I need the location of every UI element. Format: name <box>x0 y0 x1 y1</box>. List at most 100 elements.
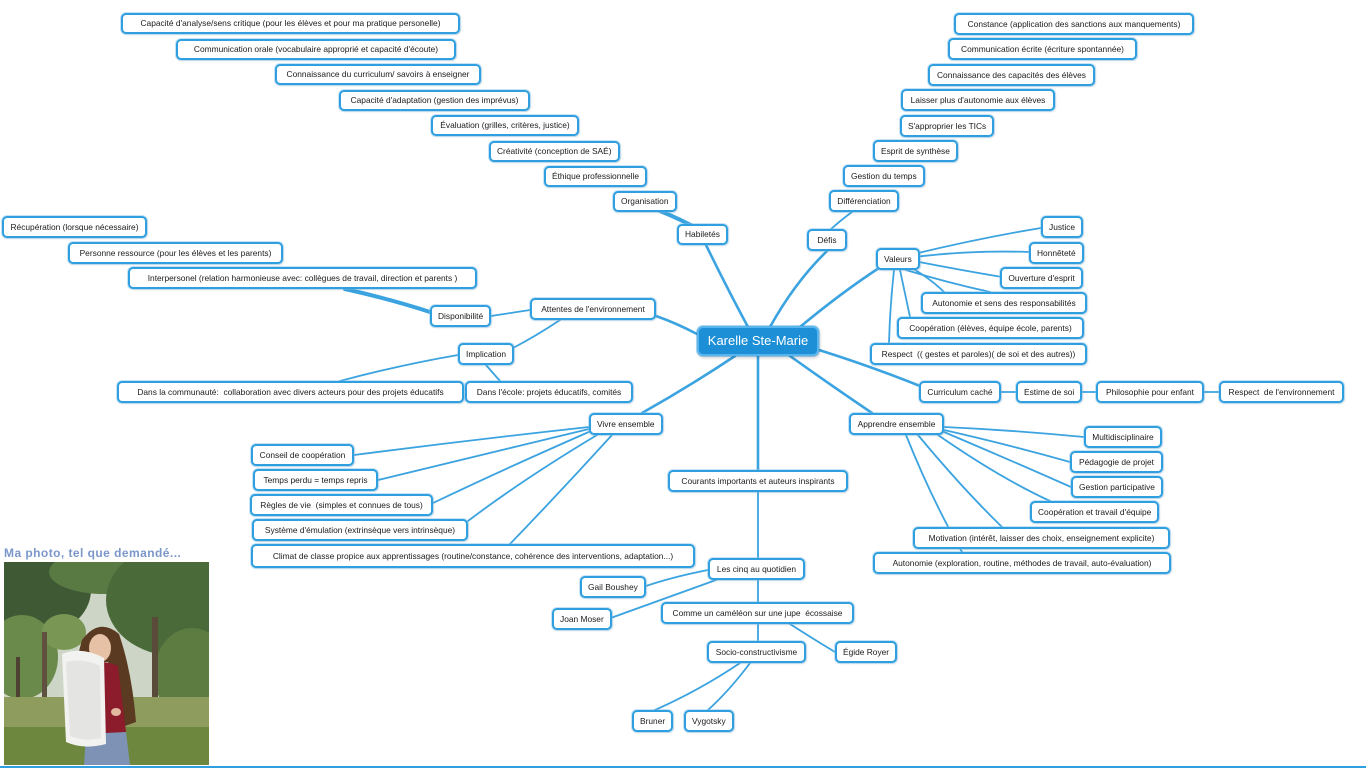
node-vygotsky[interactable]: Vygotsky <box>684 710 734 732</box>
node-cinq-au-quotidien[interactable]: Les cinq au quotidien <box>708 558 805 580</box>
node-valeurs[interactable]: Valeurs <box>876 248 920 270</box>
connector-line <box>490 309 531 317</box>
connector-line <box>654 314 699 336</box>
photo-trees <box>4 562 209 732</box>
node-analyse[interactable]: Capacité d'analyse/sens critique (pour l… <box>121 13 460 34</box>
node-honnetete[interactable]: Honnêteté <box>1029 242 1084 264</box>
node-gestion-temps[interactable]: Gestion du temps <box>843 165 925 187</box>
node-cameleon[interactable]: Comme un caméléon sur une jupe écossaise <box>661 602 854 624</box>
connector-line <box>888 269 895 344</box>
node-evaluation[interactable]: Évaluation (grilles, critères, justice) <box>431 115 579 136</box>
node-conseil-cooperation[interactable]: Conseil de coopération <box>251 444 354 466</box>
connector-line <box>905 269 991 293</box>
connector-line <box>339 354 459 382</box>
node-estime-de-soi[interactable]: Estime de soi <box>1016 381 1083 403</box>
connector-line <box>798 264 884 329</box>
connector-line <box>913 260 1003 278</box>
connector-line <box>509 434 613 545</box>
node-cooperation[interactable]: Coopération (élèves, équipe école, paren… <box>897 317 1084 339</box>
connector-line <box>377 428 590 481</box>
photo-caption: Ma photo, tel que demandé... <box>4 546 182 560</box>
node-communication-ecrite[interactable]: Communication écrite (écriture spontanné… <box>948 38 1137 60</box>
node-implication[interactable]: Implication <box>458 343 515 365</box>
node-ouverture[interactable]: Ouverture d'esprit <box>1000 267 1083 289</box>
connector-line <box>432 430 592 504</box>
node-autonomie-exploration[interactable]: Autonomie (exploration, routine, méthode… <box>873 552 1171 574</box>
connector-line <box>829 211 853 231</box>
node-philosophie[interactable]: Philosophie pour enfant <box>1096 381 1204 403</box>
node-multidisciplinaire[interactable]: Multidisciplinaire <box>1084 426 1162 448</box>
connector-line <box>707 662 751 711</box>
connector-line <box>943 426 1085 438</box>
connector-line <box>911 267 945 293</box>
node-courants[interactable]: Courants importants et auteurs inspirant… <box>668 470 848 492</box>
node-organisation[interactable]: Organisation <box>613 191 677 212</box>
node-respect[interactable]: Respect (( gestes et paroles)( de soi et… <box>870 343 1087 365</box>
profile-photo[interactable] <box>4 562 209 765</box>
node-climat-classe[interactable]: Climat de classe propice aux apprentissa… <box>251 544 695 568</box>
node-pedagogie-projet[interactable]: Pédagogie de projet <box>1070 451 1163 473</box>
node-systeme-emulation[interactable]: Système d'émulation (extrinsèque vers in… <box>252 519 468 541</box>
connector-line <box>654 662 741 711</box>
node-tics[interactable]: S'approprier les TICs <box>900 115 995 137</box>
node-habiletes[interactable]: Habiletés <box>677 224 728 245</box>
node-regles-de-vie[interactable]: Règles de vie (simples et connues de tou… <box>250 494 433 516</box>
node-ecole[interactable]: Dans l'école: projets éducatifs, comités <box>465 381 633 403</box>
node-ethique[interactable]: Éthique professionnelle <box>544 166 648 187</box>
canvas-bottom-border <box>0 766 1366 768</box>
central-node[interactable]: Karelle Ste-Marie <box>697 326 819 356</box>
connector-line <box>917 434 1003 528</box>
connector-line <box>485 364 501 382</box>
node-vivre-ensemble[interactable]: Vivre ensemble <box>589 413 663 435</box>
node-apprendre-ensemble[interactable]: Apprendre ensemble <box>849 413 944 435</box>
connector-line <box>467 434 598 522</box>
photo-person <box>62 626 136 765</box>
node-curriculum-cache[interactable]: Curriculum caché <box>919 381 1001 403</box>
node-motivation[interactable]: Motivation (intérêt, laisser des choix, … <box>913 527 1170 549</box>
node-constance[interactable]: Constance (application des sanctions aux… <box>954 13 1194 35</box>
node-interpersonel[interactable]: Interpersonel (relation harmonieuse avec… <box>128 267 477 289</box>
connector-line <box>768 249 829 329</box>
node-attentes[interactable]: Attentes de l'environnement <box>530 298 656 320</box>
node-justice[interactable]: Justice <box>1041 216 1084 238</box>
connector-line <box>607 579 717 620</box>
node-autonomie-eleves[interactable]: Laisser plus d'autonomie aux élèves <box>901 89 1055 111</box>
node-cooperation-equipe[interactable]: Coopération et travail d'équipe <box>1030 501 1160 523</box>
node-joan-moser[interactable]: Joan Moser <box>552 608 612 630</box>
node-curriculum[interactable]: Connaissance du curriculum/ savoirs à en… <box>275 64 481 85</box>
connector-line <box>642 569 709 588</box>
connectors <box>339 209 1220 711</box>
node-respect-environnement[interactable]: Respect de l'environnement <box>1219 381 1344 403</box>
node-gail-boushey[interactable]: Gail Boushey <box>580 576 646 598</box>
node-gestion-participative[interactable]: Gestion participative <box>1071 476 1163 498</box>
connector-line <box>512 319 561 349</box>
connector-line <box>704 243 750 329</box>
connector-line <box>913 227 1042 255</box>
node-differenciation[interactable]: Différenciation <box>829 190 899 212</box>
node-communication-orale[interactable]: Communication orale (vocabulaire appropr… <box>176 39 456 60</box>
node-disponibilite[interactable]: Disponibilité <box>430 305 492 327</box>
node-egide-royer[interactable]: Égide Royer <box>835 641 898 663</box>
connector-line <box>788 354 874 415</box>
node-synthese[interactable]: Esprit de synthèse <box>873 140 958 162</box>
connector-line <box>817 348 922 388</box>
connector-line <box>789 623 836 653</box>
connector-line <box>943 431 1072 488</box>
connector-line <box>943 429 1071 463</box>
connector-line <box>913 250 1030 258</box>
node-autonomie-responsabilites[interactable]: Autonomie et sens des responsabilités <box>921 292 1087 314</box>
node-bruner[interactable]: Bruner <box>632 710 674 732</box>
connector-line <box>937 434 1051 502</box>
node-adaptation[interactable]: Capacité d'adaptation (gestion des impré… <box>339 90 530 111</box>
node-communaute[interactable]: Dans la communauté: collaboration avec d… <box>117 381 464 403</box>
node-defis[interactable]: Défis <box>807 229 847 251</box>
node-temps-perdu[interactable]: Temps perdu = temps repris <box>253 469 378 491</box>
connector-line <box>343 287 432 314</box>
node-socio-constructivisme[interactable]: Socio-constructivisme <box>707 641 806 663</box>
node-recuperation[interactable]: Récupération (lorsque nécessaire) <box>2 216 147 238</box>
connector-line <box>899 269 911 318</box>
node-creativite[interactable]: Créativité (conception de SAÉ) <box>489 141 620 162</box>
node-personne-ressource[interactable]: Personne ressource (pour les élèves et l… <box>68 242 283 264</box>
node-capacites-eleves[interactable]: Connaissance des capacités des élèves <box>928 64 1095 86</box>
